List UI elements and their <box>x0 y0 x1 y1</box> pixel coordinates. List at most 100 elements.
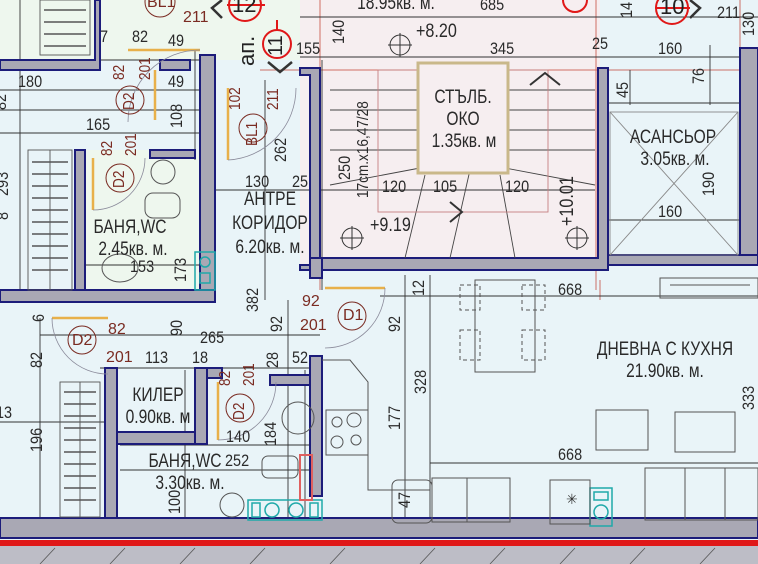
dim-345: 345 <box>490 39 515 58</box>
door-tag-d1: D1 <box>343 307 364 324</box>
dim-7: 7 <box>100 27 109 46</box>
room-storage-area: 0.90кв. м <box>125 407 191 428</box>
stair-spec: 17cm.x16,47/28 <box>355 101 372 198</box>
door-d2-b-height: 201 <box>123 133 140 156</box>
door-d2-d-width: 82 <box>217 370 234 386</box>
stair-well-box <box>416 61 510 175</box>
door-d2-a-width: 82 <box>111 64 128 80</box>
dim-105: 105 <box>433 177 458 196</box>
dim-49a: 49 <box>168 31 185 50</box>
door-d2-d-height: 201 <box>241 363 258 386</box>
door-d2-c-width: 82 <box>108 321 126 338</box>
door-tag-d2-d: D2 <box>231 402 248 420</box>
dim-211: 211 <box>717 3 741 22</box>
room-elevator-area: 3.05кв. м. <box>640 149 710 170</box>
room-entry-name1: АНТРЕ <box>244 189 296 210</box>
dim-18: 18 <box>192 348 209 367</box>
dim-190: 190 <box>699 171 718 196</box>
door-bl1-side-width: 102 <box>227 87 244 110</box>
room-entry-area: 6.20кв. м. <box>235 237 305 258</box>
dim-90: 90 <box>167 319 186 336</box>
apartment-label: ап. <box>234 35 259 66</box>
dim-165: 165 <box>86 115 111 134</box>
dim-13: 13 <box>0 403 13 422</box>
elevation-10-01: +10.01 <box>557 176 578 226</box>
axis-label-10: 10 <box>660 0 685 19</box>
dim-250: 250 <box>335 155 354 180</box>
dim-180: 180 <box>18 72 43 91</box>
door-bl1-side-height: 211 <box>265 88 282 110</box>
dim-196: 196 <box>27 427 46 452</box>
room-entry-name2: КОРИДОР <box>232 213 308 234</box>
room-living-kitchen-name: ДНЕВНА С КУХНЯ <box>596 339 734 360</box>
dim-14: 14 <box>617 1 636 18</box>
dim-153: 153 <box>130 257 155 276</box>
door-d1-width: 92 <box>302 293 320 310</box>
door-bl1-top-height: 211 <box>183 9 209 26</box>
boiler-upper <box>194 251 216 291</box>
dim-668b: 668 <box>558 445 583 464</box>
dim-382: 382 <box>243 287 262 312</box>
dim-49b: 49 <box>168 72 185 91</box>
door-d2-c-height: 201 <box>106 349 133 366</box>
dim-25b: 25 <box>292 172 309 191</box>
dim-293: 293 <box>0 171 12 196</box>
exterior-wall <box>0 517 758 539</box>
door-tag-bl1-top: BL1 <box>147 0 176 11</box>
dim-47: 47 <box>395 491 414 508</box>
dim-76: 76 <box>689 67 708 84</box>
dim-130b: 130 <box>245 172 270 191</box>
dim-12: 12 <box>409 279 428 296</box>
dim-173: 173 <box>171 257 190 282</box>
dim-6: 6 <box>29 313 48 322</box>
dim-155: 155 <box>296 39 321 58</box>
dim-52: 52 <box>292 348 309 367</box>
room-storage-name: КИЛЕР <box>132 385 184 406</box>
dim-333: 333 <box>739 385 758 410</box>
dim-685: 685 <box>480 0 505 14</box>
elevation-8-20: +8.20 <box>416 21 457 42</box>
dim-113: 113 <box>145 348 169 367</box>
dim-140-top: 140 <box>329 19 348 44</box>
dim-262: 262 <box>271 137 290 162</box>
room-stair-name2: ОКО <box>446 109 480 130</box>
dim-108: 108 <box>167 103 186 128</box>
dim-100: 100 <box>165 489 184 514</box>
dim-92a: 92 <box>267 315 286 332</box>
dim-92b: 92 <box>385 315 404 332</box>
dim-160a: 160 <box>658 39 683 58</box>
dim-130: 130 <box>739 11 758 37</box>
axis-label-11: 11 <box>265 35 287 56</box>
axis-label-12: 12 <box>232 0 257 17</box>
washer-dryer-lower <box>247 499 323 521</box>
room-elevator-name: АСАНСЬОР <box>629 127 717 148</box>
dim-120b: 120 <box>505 177 530 196</box>
dim-82: 82 <box>132 27 149 46</box>
door-d2-a-height: 201 <box>137 57 154 80</box>
facade-red-line <box>0 540 758 546</box>
dim-265: 265 <box>200 328 225 347</box>
dim-184: 184 <box>261 421 280 446</box>
dim-45: 45 <box>613 81 632 98</box>
svg-text:✳: ✳ <box>566 492 578 508</box>
room-bath-lower-area: 3.30кв. м. <box>155 473 225 494</box>
dim-668a: 668 <box>558 280 583 299</box>
dim-328: 328 <box>411 369 430 394</box>
room-top-partial-area: 18.95кв. м. <box>357 0 435 14</box>
door-d2-b-width: 82 <box>99 140 116 156</box>
room-bath-upper-area: 2.45кв. м. <box>98 239 168 260</box>
dim-177: 177 <box>385 405 404 430</box>
door-tag-d2-c: D2 <box>72 332 93 349</box>
room-stair-area: 1.35кв. м <box>431 131 497 152</box>
door-tag-d2-b: D2 <box>111 170 128 188</box>
dim-28: 28 <box>263 351 282 368</box>
dim-25a: 25 <box>592 34 609 53</box>
door-d1-height: 201 <box>300 317 327 334</box>
dim-252: 252 <box>225 451 250 470</box>
elevation-9-19: +9.19 <box>370 215 411 236</box>
door-tag-bl1-side: BL1 <box>244 121 261 146</box>
dim-82-left: 82 <box>0 93 10 110</box>
dim-120a: 120 <box>382 177 407 196</box>
room-stair-name1: СТЪЛБ. <box>434 87 492 108</box>
